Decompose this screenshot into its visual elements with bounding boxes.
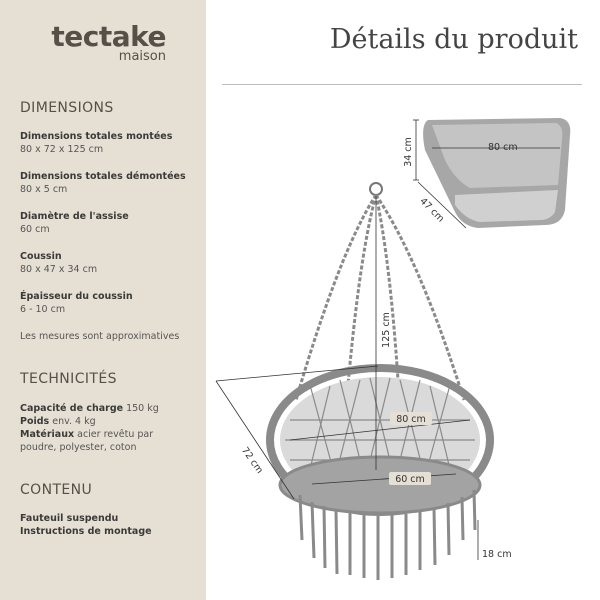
material-value-1: acier revêtu par <box>77 429 154 440</box>
spec-disassembled: Dimensions totales démontées 80 x 5 cm <box>20 170 200 196</box>
fringe-length-label: 18 cm <box>482 549 512 560</box>
material-label: Matériaux <box>20 429 75 440</box>
dimensions-title: DIMENSIONS <box>20 100 114 116</box>
spec-cushion: Coussin 80 x 47 x 34 cm <box>20 250 200 276</box>
spec-value: 80 x 5 cm <box>20 184 68 195</box>
spec-label: Diamètre de l'assise <box>20 211 129 222</box>
spec-seat-diameter: Diamètre de l'assise 60 cm <box>20 210 200 236</box>
capacity-value: 150 kg <box>126 403 159 414</box>
chair-width-label: 80 cm <box>396 414 426 425</box>
material-line-2: poudre, polyester, coton <box>20 441 200 454</box>
brand-sub: maison <box>118 49 166 64</box>
cushion-illustration <box>413 118 571 229</box>
specs-sidebar: tectake maison DIMENSIONS Dimensions tot… <box>0 0 206 600</box>
spec-value: 80 x 47 x 34 cm <box>20 264 98 275</box>
spec-value: 6 - 10 cm <box>20 304 66 315</box>
contents-list: Fauteuil suspendu Instructions de montag… <box>20 512 200 538</box>
capacity-label: Capacité de charge <box>20 403 124 414</box>
spec-label: Dimensions totales montées <box>20 131 173 142</box>
material-line: Matériaux acier revêtu par <box>20 428 200 441</box>
technicites-title: TECHNICITÉS <box>20 371 117 387</box>
product-illustration: 80 cm 34 cm 47 cm 125 cm 80 cm 72 cm 60 … <box>215 118 571 580</box>
tech-specs: Capacité de charge 150 kg Poids env. 4 k… <box>20 402 200 454</box>
spec-assembled: Dimensions totales montées 80 x 72 x 125… <box>20 130 200 156</box>
spec-label: Dimensions totales démontées <box>20 171 186 182</box>
measurement-note: Les mesures sont approximatives <box>20 331 180 342</box>
fringe <box>298 489 477 580</box>
contenu-title: CONTENU <box>20 482 93 498</box>
material-value-2: poudre, polyester, coton <box>20 442 137 453</box>
page-title: Détails du produit <box>329 24 578 55</box>
brand-logo: tectake maison <box>46 22 166 64</box>
header-divider <box>222 84 582 85</box>
hanging-chair <box>215 182 494 580</box>
chair-height-label: 125 cm <box>381 312 392 348</box>
spec-label: Épaisseur du coussin <box>20 291 133 302</box>
cushion-height-label: 34 cm <box>403 137 414 167</box>
cushion-width-label: 80 cm <box>488 142 518 153</box>
contents-item: Instructions de montage <box>20 526 152 537</box>
spec-value: 60 cm <box>20 224 50 235</box>
contents-item: Fauteuil suspendu <box>20 513 119 524</box>
capacity-line: Capacité de charge 150 kg <box>20 402 200 415</box>
spec-value: 80 x 72 x 125 cm <box>20 144 104 155</box>
weight-value: env. 4 kg <box>52 416 96 427</box>
cushion-depth-label: 47 cm <box>417 196 446 225</box>
seat-diameter-label: 60 cm <box>395 474 425 485</box>
spec-label: Coussin <box>20 251 62 262</box>
spec-cushion-thickness: Épaisseur du coussin 6 - 10 cm <box>20 290 200 316</box>
brand-name: tectake <box>51 20 166 53</box>
weight-label: Poids <box>20 416 50 427</box>
weight-line: Poids env. 4 kg <box>20 415 200 428</box>
